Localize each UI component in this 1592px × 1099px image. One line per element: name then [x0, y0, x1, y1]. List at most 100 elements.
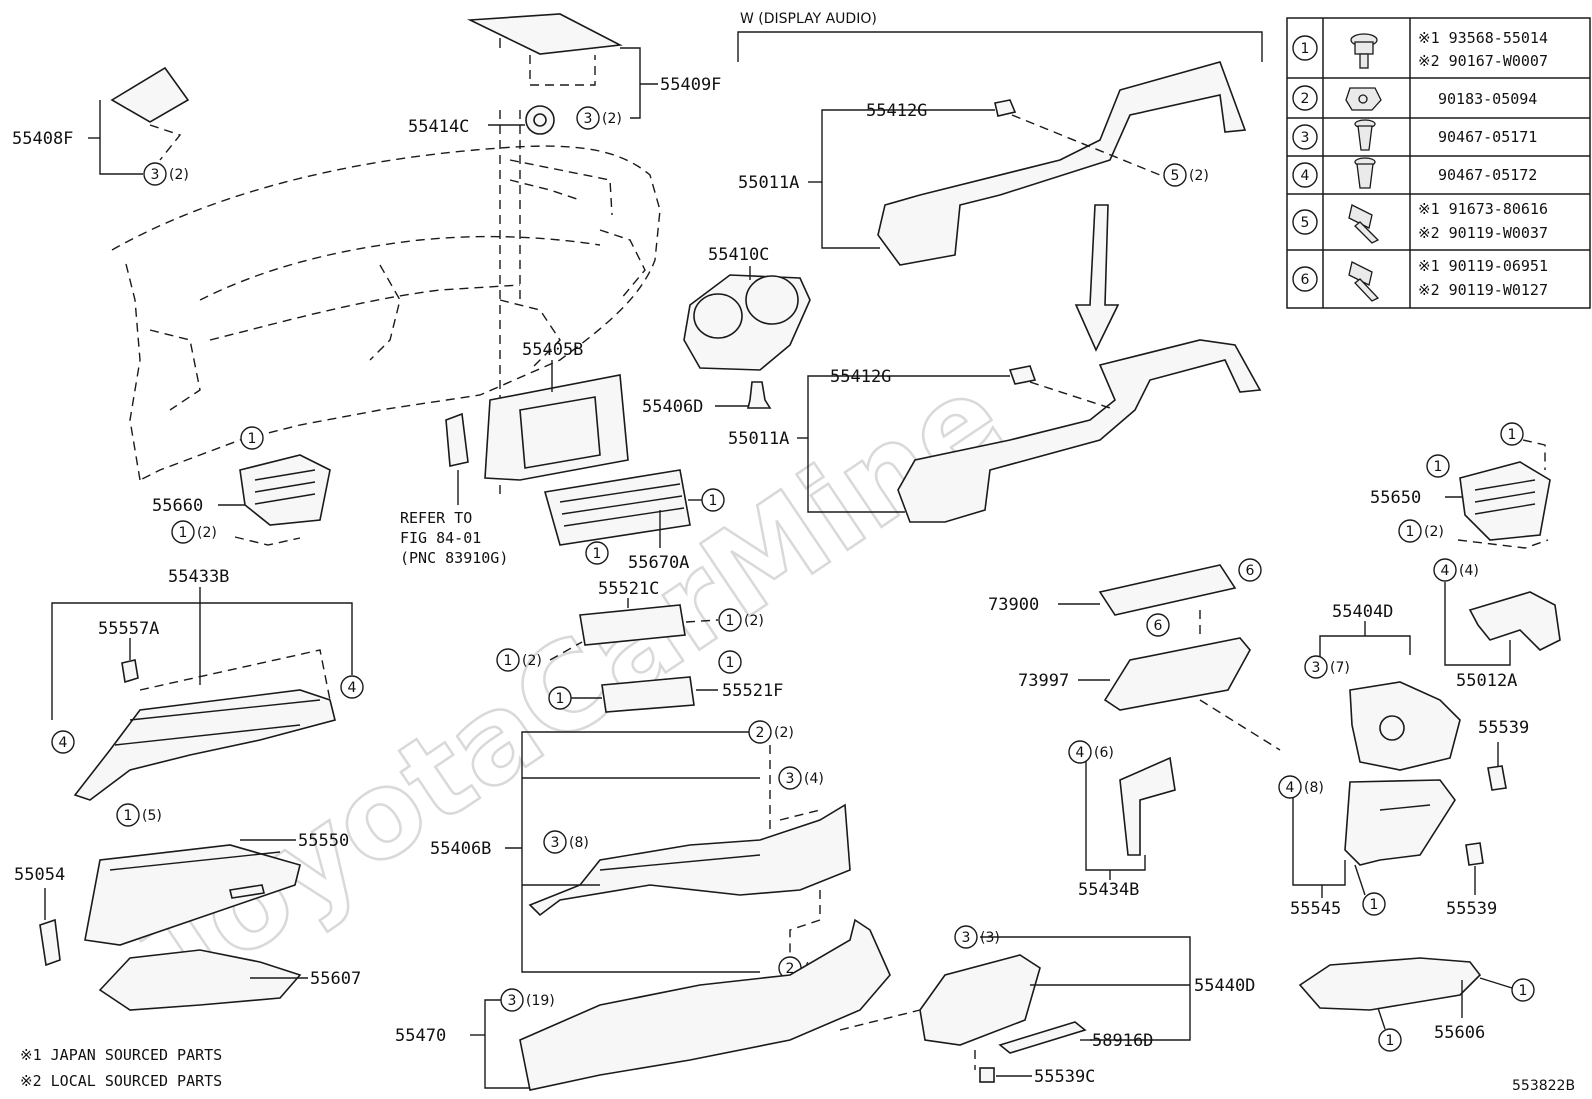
guide-line [529, 55, 596, 86]
callout-number: 4 [1076, 745, 1085, 761]
part-55406D[interactable]: 55406D [642, 381, 772, 417]
part-label: 55539C [1034, 1067, 1095, 1087]
fastener-row-5: 5 ※1 91673-80616 ※2 90119-W0037 [1292, 200, 1548, 244]
push-clip-icon [1354, 157, 1376, 189]
callout-number: 2 [786, 961, 795, 977]
part-55607[interactable]: 55607 [98, 949, 361, 1011]
part-55409F[interactable]: 55409F 3 (2) [466, 13, 721, 130]
quantity: (2) [774, 725, 794, 741]
part-label: 55550 [298, 831, 349, 851]
fastener-table: 1 ※1 93568-55014 ※2 90167-W0007 2 90183-… [1286, 17, 1591, 309]
part-label: 55521C [598, 579, 659, 599]
part-55406B[interactable]: 55406B 2 (2) 3 (4) 3 (8) 2 (2) [430, 720, 851, 980]
part-55470[interactable]: 55470 3 (19) [395, 918, 921, 1091]
flange-screw-icon [1348, 204, 1380, 244]
quantity: (4) [1459, 563, 1479, 579]
part-55012A[interactable]: 55012A 4 (4) [1433, 558, 1561, 691]
part-label: 55607 [310, 969, 361, 989]
fastener-part-no: ※1 90119-06951 [1418, 257, 1548, 275]
part-label: 55414C [408, 117, 469, 137]
part-55404D[interactable]: 55404D 3 (7) [1304, 602, 1461, 771]
part-58916D[interactable]: 58916D [998, 1021, 1153, 1054]
part-label: 55412G [830, 367, 891, 387]
part-55660[interactable]: 55660 1 1 (2) [152, 426, 331, 546]
fastener-num: 5 [1301, 215, 1310, 231]
fastener-row-4: 4 90467-05172 [1292, 157, 1537, 189]
part-55539-a[interactable]: 55539 [1478, 718, 1529, 791]
arrow-icon [1074, 204, 1120, 352]
part-label: 55011A [738, 173, 799, 193]
push-clip-icon [1354, 119, 1376, 151]
part-label: 55433B [168, 567, 229, 587]
part-label: 55470 [395, 1026, 446, 1046]
part-55557A[interactable]: 55557A [98, 619, 159, 684]
fastener-num: 1 [1301, 41, 1310, 57]
part-55408F[interactable]: 55408F 3 (2) [12, 66, 190, 186]
part-55405B[interactable]: 55405B [484, 340, 629, 481]
quantity: (5) [142, 808, 162, 824]
part-55434B[interactable]: 55434B 4 (6) [1068, 740, 1176, 900]
clip-nut-icon [1345, 87, 1382, 111]
part-label: 55404D [1332, 602, 1393, 622]
part-55433B[interactable]: 55433B 4 4 1 (5) [51, 567, 364, 827]
part-55521F[interactable]: 55521F 1 1 [548, 650, 783, 713]
part-55054[interactable]: 55054 [14, 865, 65, 967]
part-73900[interactable]: 73900 6 6 [988, 558, 1262, 637]
part-55410C[interactable]: 55410C [683, 245, 811, 371]
part-55606[interactable]: 55606 1 1 [1298, 957, 1535, 1052]
callout-number: 4 [59, 735, 68, 751]
bolt-washer-icon [1350, 33, 1378, 69]
part-label: 55409F [660, 75, 721, 95]
callout-number: 1 [1519, 983, 1528, 999]
part-label: 55406D [642, 397, 703, 417]
part-55011A-bottom[interactable]: 55011A 55412G [728, 339, 1262, 523]
part-label: 55539 [1478, 718, 1529, 738]
callout-number: 1 [124, 808, 133, 824]
part-55440D[interactable]: 55440D 3 (3) [919, 925, 1255, 1070]
callout-number: 3 [584, 111, 593, 127]
display-audio-group: W (DISPLAY AUDIO) [737, 11, 1263, 62]
callout-number: 1 [504, 653, 513, 669]
part-label: 55011A [728, 429, 789, 449]
callout-number: 1 [1406, 524, 1415, 540]
callout-number: 4 [1286, 780, 1295, 796]
part-55550[interactable]: 55550 [84, 831, 349, 946]
fastener-num: 3 [1301, 130, 1310, 146]
fastener-part-no: 90467-05172 [1438, 166, 1537, 184]
callout-number: 3 [508, 993, 517, 1009]
part-label: 58916D [1092, 1031, 1153, 1051]
dashboard-outline [111, 145, 661, 481]
part-55414C[interactable]: 55414C [408, 105, 555, 137]
part-55521C[interactable]: 55521C 1 (2) 1 (2) [496, 579, 764, 672]
callout-number: 1 [1508, 427, 1517, 443]
fastener-part-no: ※1 91673-80616 [1418, 200, 1548, 218]
legend-line: ※1 JAPAN SOURCED PARTS [20, 1046, 222, 1064]
part-label: 55406B [430, 839, 491, 859]
part-73997[interactable]: 73997 [1018, 637, 1281, 751]
callout-number: 3 [551, 835, 560, 851]
part-label: 55539 [1446, 899, 1497, 919]
callout-number: 1 [1386, 1033, 1395, 1049]
callout-number: 1 [709, 493, 718, 509]
quantity: (4) [804, 771, 824, 787]
part-55670A[interactable]: 1 1 55670A [543, 469, 725, 573]
part-label: 55410C [708, 245, 769, 265]
quantity: (8) [1304, 780, 1324, 796]
quantity: (7) [1330, 660, 1350, 676]
legend: ※1 JAPAN SOURCED PARTS ※2 LOCAL SOURCED … [20, 1046, 222, 1090]
callout-number: 1 [1434, 459, 1443, 475]
part-55545[interactable]: 55545 4 (8) 1 [1278, 775, 1456, 919]
part-55539C[interactable]: 55539C [979, 1067, 1095, 1087]
part-label: 55012A [1456, 671, 1517, 691]
callout-number: 3 [786, 771, 795, 787]
part-55650[interactable]: 55650 1 1 1 (2) [1370, 422, 1551, 549]
callout-number: 6 [1154, 618, 1163, 634]
callout-number: 1 [726, 613, 735, 629]
fastener-row-2: 2 90183-05094 [1292, 85, 1537, 111]
callout-number: 4 [348, 680, 357, 696]
part-55539-b[interactable]: 55539 [1446, 842, 1497, 919]
part-55011A-top[interactable]: 55011A 55412G 5 (2) [738, 61, 1247, 266]
part-label: 55521F [722, 681, 783, 701]
fastener-part-no: ※2 90119-W0127 [1418, 281, 1548, 299]
